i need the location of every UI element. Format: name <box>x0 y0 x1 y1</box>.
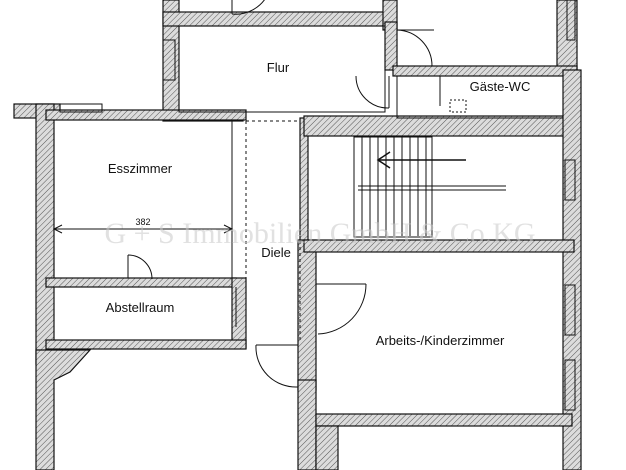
wall <box>35 349 92 470</box>
dimension-esszimmer <box>52 224 234 234</box>
wall <box>303 115 581 137</box>
wall <box>392 65 578 77</box>
room-outline-flur <box>178 25 386 113</box>
wall <box>315 413 573 427</box>
wall <box>297 379 317 470</box>
wall <box>45 277 237 288</box>
staircase <box>353 136 506 238</box>
watermark: G + S Immobilien GmbH & Co.KG <box>104 217 535 250</box>
door-esszimmer <box>127 254 153 280</box>
wall <box>162 11 394 27</box>
room-outline-gaeste-wc <box>396 75 564 119</box>
room-label-diele: Diele <box>261 245 291 260</box>
window <box>564 359 576 411</box>
wall <box>315 425 339 470</box>
room-outline-esszimmer <box>53 119 233 279</box>
room-outline-treppenhaus <box>307 135 564 241</box>
wc-fixture <box>449 99 467 113</box>
walls <box>13 0 582 470</box>
door-flur-bottom <box>355 75 390 109</box>
dimension-label: 382 <box>135 217 150 227</box>
wall <box>231 277 247 349</box>
room-label-gaeste-wc: Gäste-WC <box>470 79 531 94</box>
room-label-abstellraum: Abstellraum <box>106 300 175 315</box>
window <box>59 103 103 113</box>
window <box>564 159 576 201</box>
outlines <box>53 0 576 415</box>
wall <box>35 103 55 365</box>
wall <box>297 239 317 391</box>
door-flur-right <box>396 29 434 67</box>
room-label-esszimmer: Esszimmer <box>108 161 173 176</box>
doors <box>127 0 434 388</box>
room-label-flur: Flur <box>267 60 290 75</box>
door-diele-bottom <box>255 344 299 388</box>
window <box>566 0 576 41</box>
room-outline-abstellraum <box>53 286 233 341</box>
stair-outline <box>353 136 433 238</box>
room-label-arbeits-kinderzimmer: Arbeits-/Kinderzimmer <box>376 333 505 348</box>
window <box>564 284 576 336</box>
door-arbeits <box>316 283 367 335</box>
wall <box>384 21 398 71</box>
room-outline-arbeits <box>315 251 564 415</box>
wall <box>45 339 247 350</box>
stair-direction-arrow <box>376 151 466 169</box>
window <box>162 39 176 81</box>
door-top <box>231 0 265 15</box>
